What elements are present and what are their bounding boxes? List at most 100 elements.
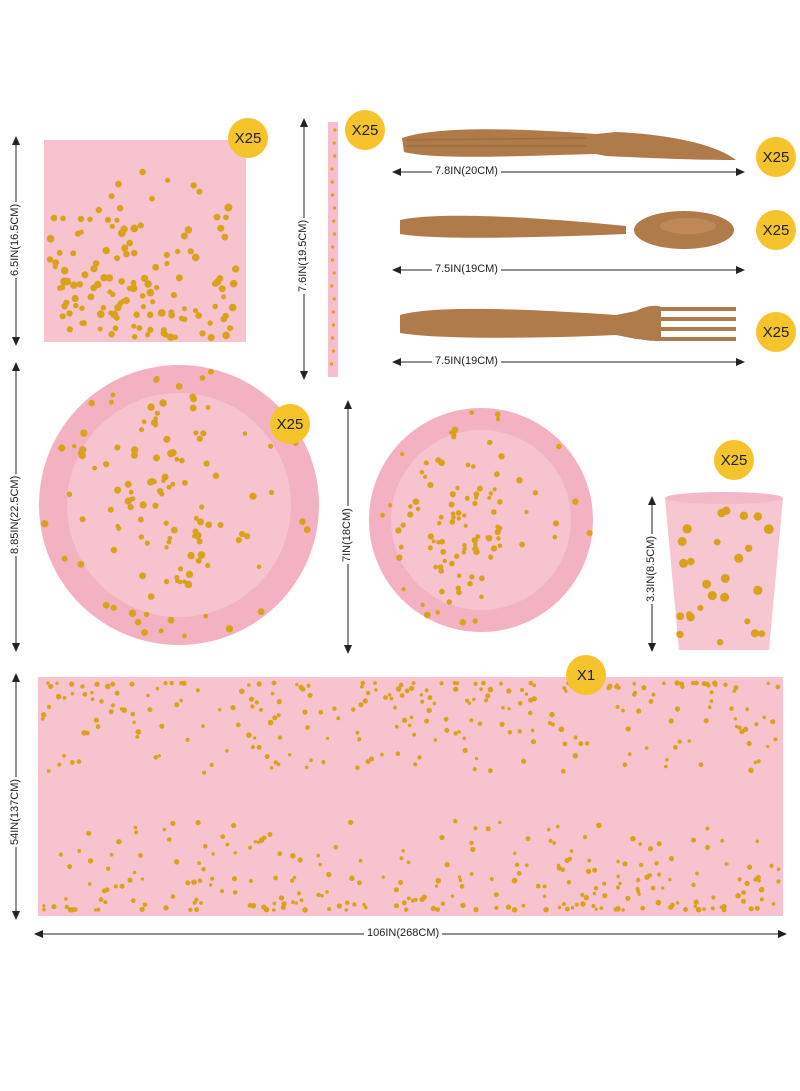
confetti-dot	[564, 906, 570, 912]
confetti-dot	[703, 718, 709, 724]
confetti-dot	[471, 464, 476, 469]
confetti-dot	[501, 706, 505, 710]
confetti-dot	[636, 889, 641, 894]
confetti-dot	[297, 857, 303, 863]
confetti-dot	[94, 681, 100, 687]
confetti-dot	[242, 431, 248, 436]
confetti-dot	[691, 882, 696, 888]
confetti-dot	[673, 745, 678, 750]
small-plate-image	[369, 408, 593, 632]
confetti-dot	[213, 213, 221, 221]
confetti-dot	[130, 496, 136, 502]
confetti-dot	[110, 546, 118, 554]
confetti-dot	[192, 900, 197, 905]
confetti-dot	[674, 680, 680, 686]
confetti-dot	[205, 521, 213, 529]
confetti-dot	[485, 826, 491, 832]
confetti-dot	[677, 537, 687, 546]
confetti-dot	[138, 853, 143, 858]
confetti-dot	[333, 844, 339, 850]
confetti-dot	[184, 226, 193, 234]
confetti-dot	[332, 706, 337, 711]
confetti-dot	[57, 762, 62, 767]
straw	[328, 122, 338, 377]
confetti-dot	[101, 888, 107, 894]
confetti-dot	[456, 589, 462, 596]
confetti-dot	[278, 895, 285, 901]
confetti-dot	[535, 883, 541, 889]
confetti-dot	[408, 504, 413, 509]
confetti-dot	[131, 334, 138, 340]
confetti-dot	[331, 323, 335, 327]
confetti-dot	[276, 713, 281, 718]
confetti-dot	[580, 901, 586, 907]
confetti-dot	[732, 689, 737, 693]
confetti-dot	[256, 744, 262, 750]
confetti-dot	[438, 514, 444, 520]
confetti-dot	[73, 302, 79, 309]
confetti-dot	[517, 729, 522, 734]
confetti-dot	[771, 902, 776, 906]
confetti-dot	[488, 768, 493, 774]
confetti-dot	[556, 824, 560, 829]
confetti-dot	[369, 756, 375, 762]
confetti-dot	[211, 281, 218, 287]
confetti-dot	[318, 862, 322, 867]
confetti-dot	[676, 630, 684, 639]
confetti-dot	[691, 837, 696, 843]
confetti-dot	[709, 690, 714, 695]
confetti-dot	[309, 758, 313, 762]
confetti-dot	[424, 718, 430, 724]
confetti-dot	[218, 708, 222, 712]
confetti-dot	[167, 535, 173, 541]
confetti-dot	[138, 534, 144, 540]
confetti-dot	[336, 903, 342, 909]
confetti-dot	[170, 894, 176, 899]
confetti-dot	[127, 504, 134, 511]
confetti-dot	[258, 707, 264, 712]
confetti-dot	[187, 248, 194, 255]
confetti-dot	[469, 718, 474, 723]
confetti-dot	[668, 904, 674, 910]
confetti-dot	[263, 906, 270, 913]
confetti-dot	[267, 832, 273, 837]
confetti-dot	[110, 703, 115, 708]
confetti-dot	[153, 416, 158, 421]
confetti-dot	[194, 531, 202, 539]
confetti-dot	[114, 690, 120, 696]
confetti-dot	[440, 549, 447, 555]
confetti-dot	[564, 689, 568, 693]
confetti-dot	[235, 722, 241, 728]
confetti-dot	[182, 633, 187, 639]
confetti-dot	[170, 292, 177, 299]
confetti-dot	[668, 877, 672, 882]
confetti-dot	[305, 725, 310, 730]
confetti-dot	[149, 195, 155, 202]
confetti-dot	[618, 881, 622, 886]
confetti-dot	[606, 685, 611, 691]
confetti-dot	[320, 894, 324, 898]
confetti-dot	[661, 886, 665, 890]
confetti-dot	[357, 737, 362, 742]
confetti-dot	[218, 285, 226, 293]
confetti-dot	[130, 446, 139, 454]
confetti-dot	[153, 284, 160, 291]
confetti-dot	[481, 680, 486, 686]
confetti-dot	[191, 879, 197, 885]
confetti-dot	[196, 435, 203, 442]
confetti-dot	[118, 278, 125, 285]
confetti-dot	[145, 332, 151, 338]
confetti-dot	[92, 260, 100, 267]
confetti-dot	[50, 214, 58, 222]
confetti-dot	[130, 285, 138, 292]
confetti-dot	[329, 362, 333, 366]
confetti-dot	[560, 867, 565, 873]
confetti-dot	[747, 864, 753, 870]
confetti-dot	[525, 863, 529, 868]
confetti-dot	[299, 898, 304, 903]
confetti-dot	[701, 681, 707, 687]
confetti-dot	[514, 862, 520, 867]
confetti-dot	[528, 710, 533, 716]
confetti-dot	[56, 249, 63, 256]
confetti-dot	[332, 232, 337, 236]
